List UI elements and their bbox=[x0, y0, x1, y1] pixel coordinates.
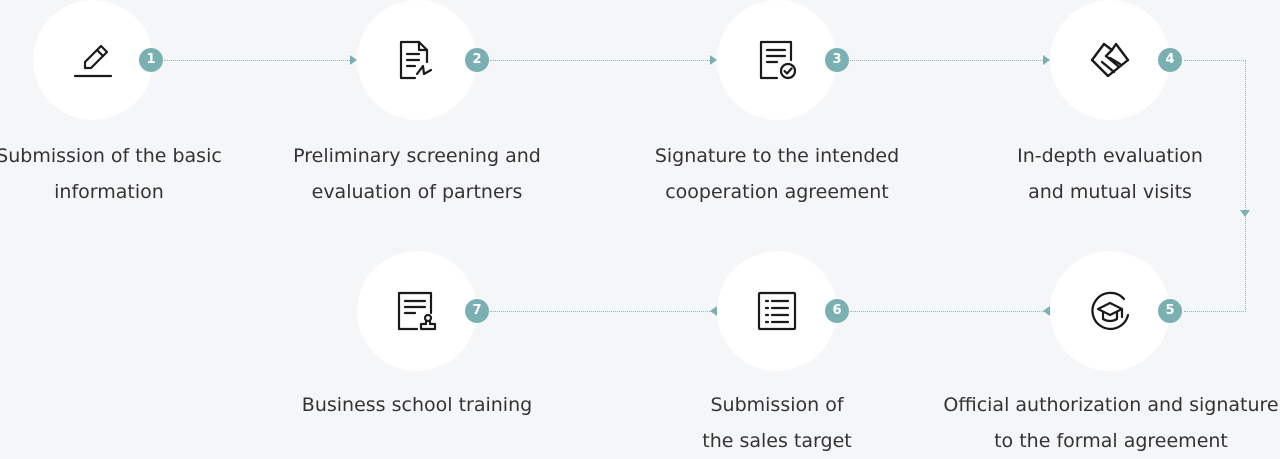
step-6-number: 6 bbox=[825, 299, 849, 323]
graduation-cap-icon bbox=[1091, 291, 1130, 330]
step-2-circle bbox=[357, 0, 477, 120]
step-1-circle bbox=[33, 0, 153, 120]
step-4-circle bbox=[1050, 0, 1170, 120]
step-6-label-line2: the sales target bbox=[702, 430, 852, 452]
step-5-label-line2: to the formal agreement bbox=[994, 430, 1228, 452]
step-4-number: 4 bbox=[1158, 48, 1182, 72]
connector-to-5 bbox=[1184, 311, 1246, 312]
connector-3-4 bbox=[850, 60, 1043, 61]
arrow-to-step-6 bbox=[1043, 306, 1050, 316]
connector-1-2 bbox=[164, 60, 350, 61]
document-stamp-icon bbox=[397, 291, 437, 331]
arrow-down bbox=[1240, 210, 1250, 217]
step-1-label-line1: Submission of the basic bbox=[0, 145, 222, 167]
arrow-to-step-2 bbox=[350, 55, 357, 65]
step-3-number: 3 bbox=[825, 48, 849, 72]
step-5-label: Official authorization and signature to … bbox=[936, 387, 1280, 459]
document-check-icon bbox=[759, 40, 797, 80]
step-5-label-line1: Official authorization and signature bbox=[943, 394, 1279, 416]
connector-6-7 bbox=[490, 311, 718, 312]
step-1-label: Submission of the basic information bbox=[0, 138, 279, 210]
connector-5-6 bbox=[850, 311, 1050, 312]
connector-2-3 bbox=[490, 60, 710, 61]
arrow-to-step-7 bbox=[710, 306, 717, 316]
handshake-icon bbox=[1090, 42, 1130, 78]
arrow-to-step-4 bbox=[1043, 55, 1050, 65]
arrow-to-step-3 bbox=[710, 55, 717, 65]
step-4-label-line1: In-depth evaluation bbox=[1017, 145, 1203, 167]
step-1-label-line2: information bbox=[54, 181, 164, 203]
step-7-number: 7 bbox=[465, 299, 489, 323]
list-document-icon bbox=[757, 291, 797, 331]
step-6-circle bbox=[717, 251, 837, 371]
step-2-label: Preliminary screening and evaluation of … bbox=[247, 138, 587, 210]
step-2-number: 2 bbox=[465, 48, 489, 72]
step-5-number: 5 bbox=[1158, 299, 1182, 323]
step-3-label: Signature to the intended cooperation ag… bbox=[607, 138, 947, 210]
step-6-label: Submission of the sales target bbox=[607, 387, 947, 459]
pencil-icon bbox=[73, 44, 113, 78]
step-3-circle bbox=[717, 0, 837, 120]
step-3-label-line2: cooperation agreement bbox=[665, 181, 889, 203]
step-7-label-line1: Business school training bbox=[301, 394, 533, 416]
step-4-label-line2: and mutual visits bbox=[1028, 181, 1192, 203]
step-7-label: Business school training bbox=[247, 387, 587, 423]
step-4-label: In-depth evaluation and mutual visits bbox=[940, 138, 1280, 210]
step-6-label-line1: Submission of bbox=[710, 394, 844, 416]
step-2-label-line1: Preliminary screening and bbox=[293, 145, 541, 167]
connector-4-down bbox=[1184, 60, 1246, 61]
step-2-label-line2: evaluation of partners bbox=[311, 181, 523, 203]
step-5-circle bbox=[1050, 251, 1170, 371]
step-7-circle bbox=[357, 251, 477, 371]
step-3-label-line1: Signature to the intended bbox=[654, 145, 900, 167]
document-sign-icon bbox=[399, 40, 433, 80]
step-1-number: 1 bbox=[139, 48, 163, 72]
connector-right-vertical bbox=[1245, 60, 1246, 310]
